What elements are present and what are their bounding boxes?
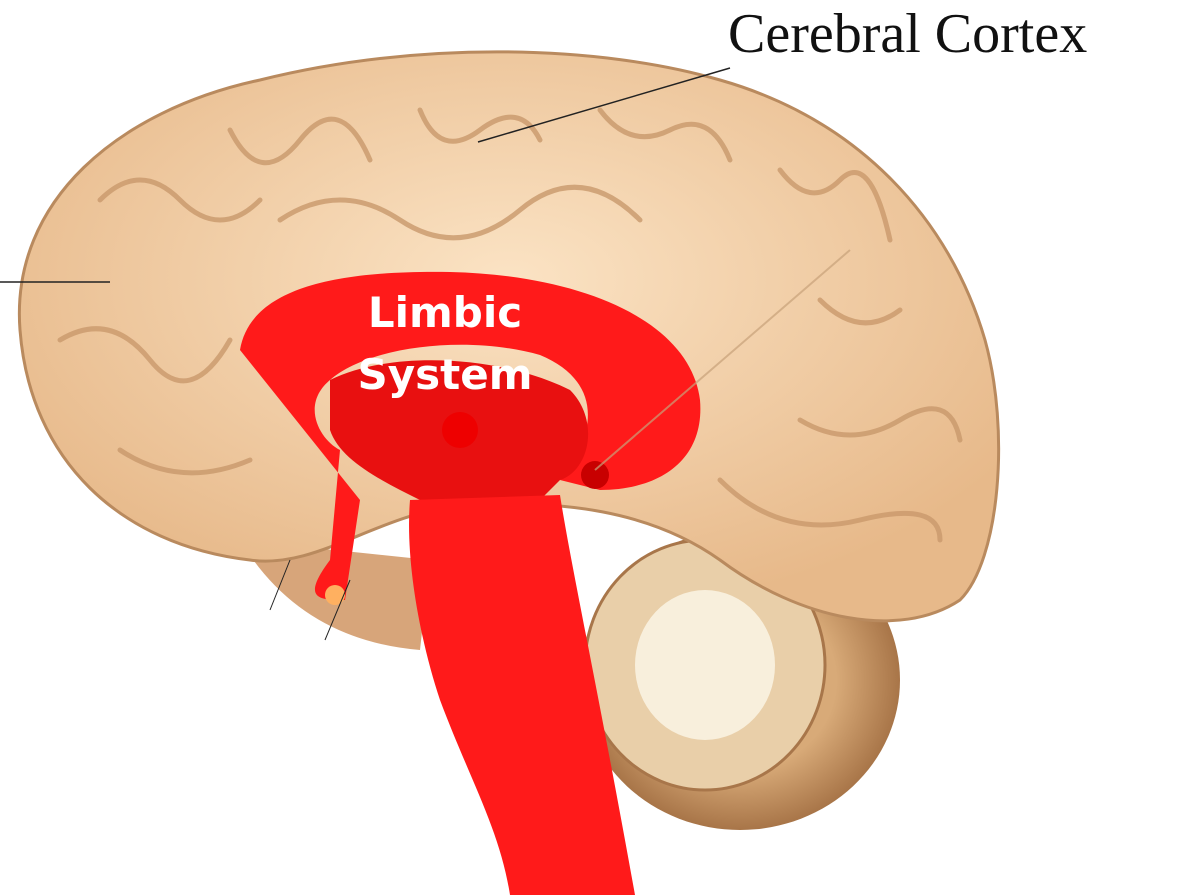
- cortex-leader-line: [477, 67, 731, 143]
- leader-line: [324, 579, 351, 641]
- gyri: [57, 107, 963, 543]
- brainstem: [409, 495, 635, 895]
- label-limbic-system: Limbic System: [330, 282, 560, 406]
- label-cerebral-cortex: Cerebral Cortex: [728, 3, 1088, 65]
- label-limbic-line1: Limbic: [367, 288, 523, 337]
- leader-line: [269, 559, 291, 611]
- limbic-leader-line: [594, 249, 851, 471]
- label-limbic-line2: System: [357, 350, 533, 399]
- limbic-system: [240, 271, 701, 895]
